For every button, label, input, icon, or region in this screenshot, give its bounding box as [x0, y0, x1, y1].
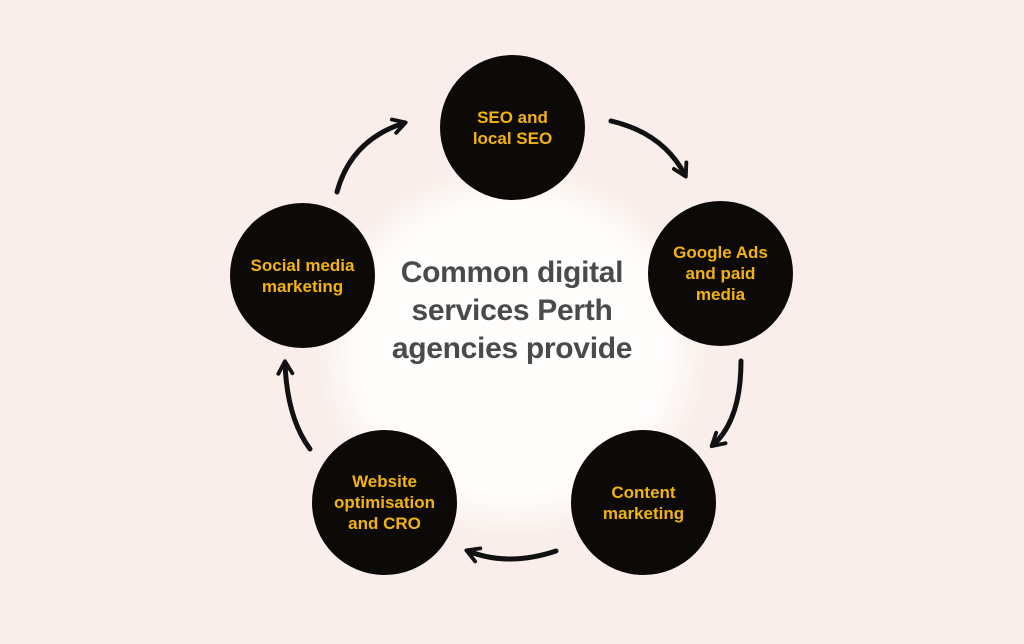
node-google-ads-and-paid-media: Google Ads and paid media	[648, 201, 793, 346]
diagram-title: Common digital services Perth agencies p…	[391, 256, 633, 365]
node-label: Google Ads and paid media	[673, 243, 768, 304]
arrow-social-to-seo	[334, 117, 408, 195]
node-label: Website optimisation and CRO	[333, 472, 436, 533]
arrow-content-to-website	[464, 546, 559, 564]
arrow-website-to-social	[276, 359, 313, 452]
node-label: Social media marketing	[250, 255, 355, 296]
node-seo-and-local-seo: SEO and local SEO	[440, 55, 585, 200]
node-label: SEO and local SEO	[472, 107, 553, 148]
arrow-seo-to-google-ads	[608, 118, 689, 179]
node-content-marketing: Content marketing	[571, 430, 716, 575]
node-social-media-marketing: Social media marketing	[230, 203, 375, 348]
node-website-optimisation-and-cro: Website optimisation and CRO	[312, 430, 457, 575]
node-label: Content marketing	[602, 482, 685, 523]
arrow-google-ads-to-content	[709, 358, 744, 449]
